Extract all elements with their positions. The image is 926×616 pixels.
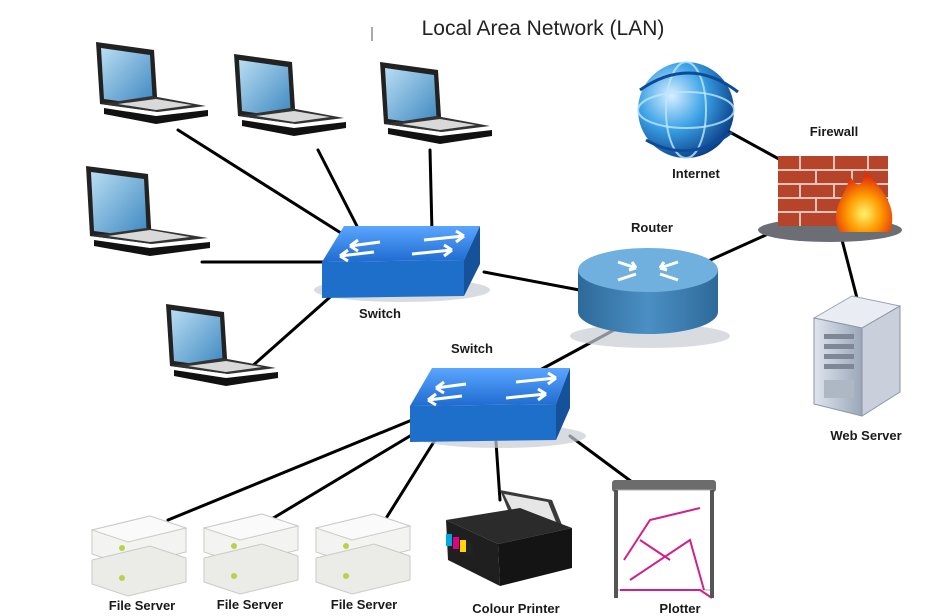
router: Router — [570, 220, 730, 348]
laptop-icon — [234, 54, 346, 136]
diagram-title: Local Area Network (LAN) — [422, 17, 665, 40]
edge-laptop-2-switch — [316, 148, 362, 234]
web-server: Web Server — [812, 295, 902, 443]
laptop-5 — [166, 304, 278, 386]
edge-internet-firewall — [724, 128, 790, 166]
laptop-3 — [380, 62, 492, 144]
firewall: Firewall — [758, 124, 902, 242]
server-tower-icon — [812, 295, 902, 417]
switch-top-label: Switch — [359, 306, 401, 321]
edge-switch-fileserver-3 — [383, 438, 437, 522]
edge-switch-fileserver-1 — [166, 418, 414, 522]
laptop-1 — [96, 42, 208, 124]
edge-router-firewall — [704, 232, 770, 264]
switch-bottom: Switch — [410, 341, 586, 448]
plotter-label: Plotter — [659, 601, 700, 616]
plotter-icon — [612, 480, 716, 599]
edge-firewall-webserver — [840, 238, 860, 304]
plotter: Plotter — [612, 480, 716, 616]
file-server-3-label: File Server — [331, 597, 398, 612]
router-label: Router — [631, 220, 673, 235]
laptop-icon — [86, 166, 210, 256]
internet: Internet — [637, 61, 739, 181]
edge-switch-printer — [494, 440, 502, 502]
file-server-icon — [314, 513, 412, 595]
firewall-label: Firewall — [810, 124, 858, 139]
file-server-icon — [90, 515, 188, 597]
fire-icon — [835, 170, 893, 232]
edge-switch-fileserver-2 — [268, 428, 422, 522]
laptop-icon — [96, 42, 208, 124]
connection-lines — [166, 128, 860, 522]
file-server-3: File Server — [314, 513, 412, 612]
router-icon — [578, 248, 718, 334]
network-switch-icon — [410, 368, 570, 442]
edge-switch-router — [482, 270, 592, 294]
file-server-2-label: File Server — [217, 597, 284, 612]
switch-top: Switch — [314, 226, 490, 321]
edge-laptop-5-switch — [248, 288, 340, 370]
colour-printer: Colour Printer — [446, 490, 572, 616]
laptop-2 — [234, 54, 346, 136]
colour-printer-label: Colour Printer — [472, 601, 559, 616]
edge-laptop-1-switch — [176, 128, 354, 242]
network-switch-icon — [322, 226, 480, 298]
edge-laptop-3-switch — [428, 148, 434, 234]
printer-icon — [446, 490, 572, 586]
globe-icon — [637, 61, 739, 159]
internet-label: Internet — [672, 166, 720, 181]
edge-switch-plotter — [568, 434, 634, 484]
laptop-4 — [86, 166, 210, 256]
laptop-icon — [166, 304, 278, 386]
file-server-2: File Server — [202, 513, 300, 612]
file-server-icon — [202, 513, 300, 595]
switch-bottom-label: Switch — [451, 341, 493, 356]
file-server-1: File Server — [90, 515, 188, 613]
laptop-icon — [380, 62, 492, 144]
web-server-label: Web Server — [830, 428, 901, 443]
firewall-icon — [778, 156, 893, 232]
file-server-1-label: File Server — [109, 598, 176, 613]
